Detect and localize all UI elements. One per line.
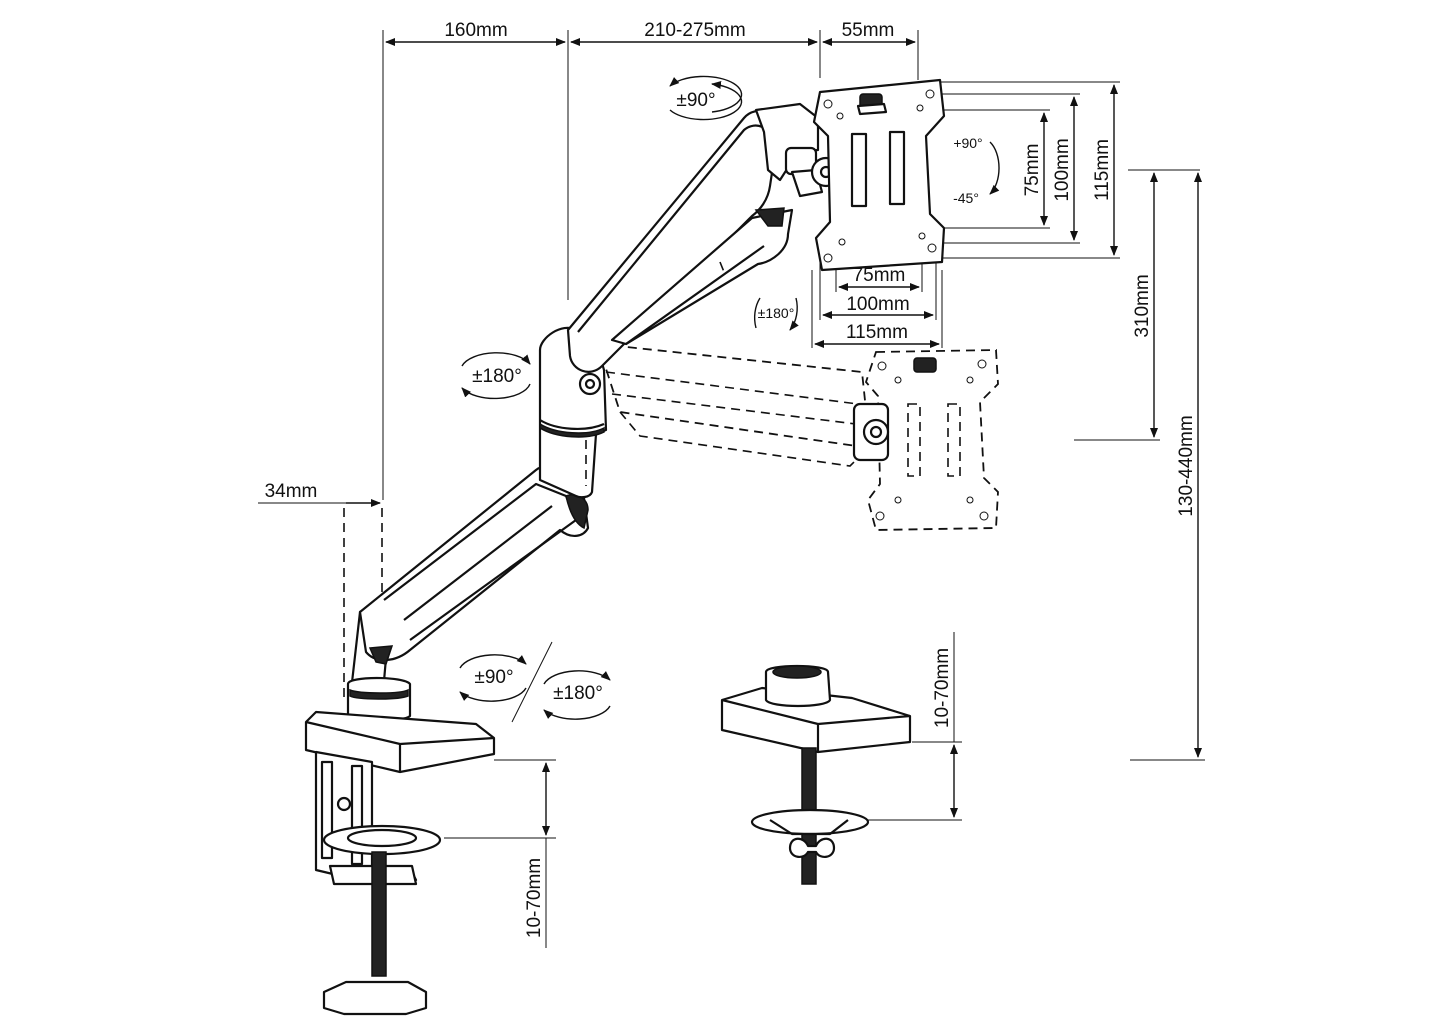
head-rotation-label: ±180° — [758, 305, 795, 321]
head-swivel-label: ±90° — [676, 90, 715, 111]
clamp-thickness-label: 10-70mm — [524, 858, 545, 938]
base-swivel-label: ±90° — [474, 667, 513, 688]
tilt-down-label: -45° — [953, 190, 979, 206]
elbow-rotation-label: ±180° — [472, 366, 522, 387]
rotation-indicators: ±90° +90° -45° ±180° ±180° ±90° — [459, 75, 1000, 720]
vesa-h100-label: 100mm — [846, 294, 909, 315]
vesa-v75-label: 75mm — [1022, 144, 1043, 197]
pole-offset-label: 34mm — [265, 481, 318, 502]
vesa-v115-label: 115mm — [1092, 139, 1113, 201]
head-swivel-rotation: ±90° — [669, 75, 743, 121]
vesa-h75-label: 75mm — [853, 265, 906, 286]
desk-clamp — [304, 710, 496, 1016]
vesa-offset-label: 55mm — [842, 20, 895, 41]
lowered-arm-outline — [596, 342, 999, 531]
head-rotation: ±180° — [753, 297, 799, 331]
dimension-labels: 160mm 210-275mm 55mm 34mm 75mm 100mm 115… — [265, 20, 1197, 938]
vesa-h115-label: 115mm — [846, 322, 908, 343]
elbow-rotation: ±180° — [461, 352, 531, 400]
height-travel-label: 310mm — [1132, 274, 1153, 337]
base-swivel-rotation: ±90° — [459, 654, 527, 702]
base-rotation-label: ±180° — [553, 683, 603, 704]
total-height-label: 130-440mm — [1176, 415, 1197, 516]
tilt-up-label: +90° — [953, 135, 982, 151]
arm-reach-2-label: 210-275mm — [644, 20, 745, 41]
monitor-arm — [346, 78, 946, 722]
dimension-lines — [258, 30, 1205, 948]
arm-reach-1-label: 160mm — [444, 20, 507, 41]
head-tilt-rotation: +90° -45° — [953, 135, 1000, 206]
grommet-thickness-label: 10-70mm — [932, 648, 953, 728]
grommet-mount — [720, 664, 912, 885]
base-rotation: ±180° — [543, 670, 611, 720]
vesa-v100-label: 100mm — [1052, 138, 1073, 201]
